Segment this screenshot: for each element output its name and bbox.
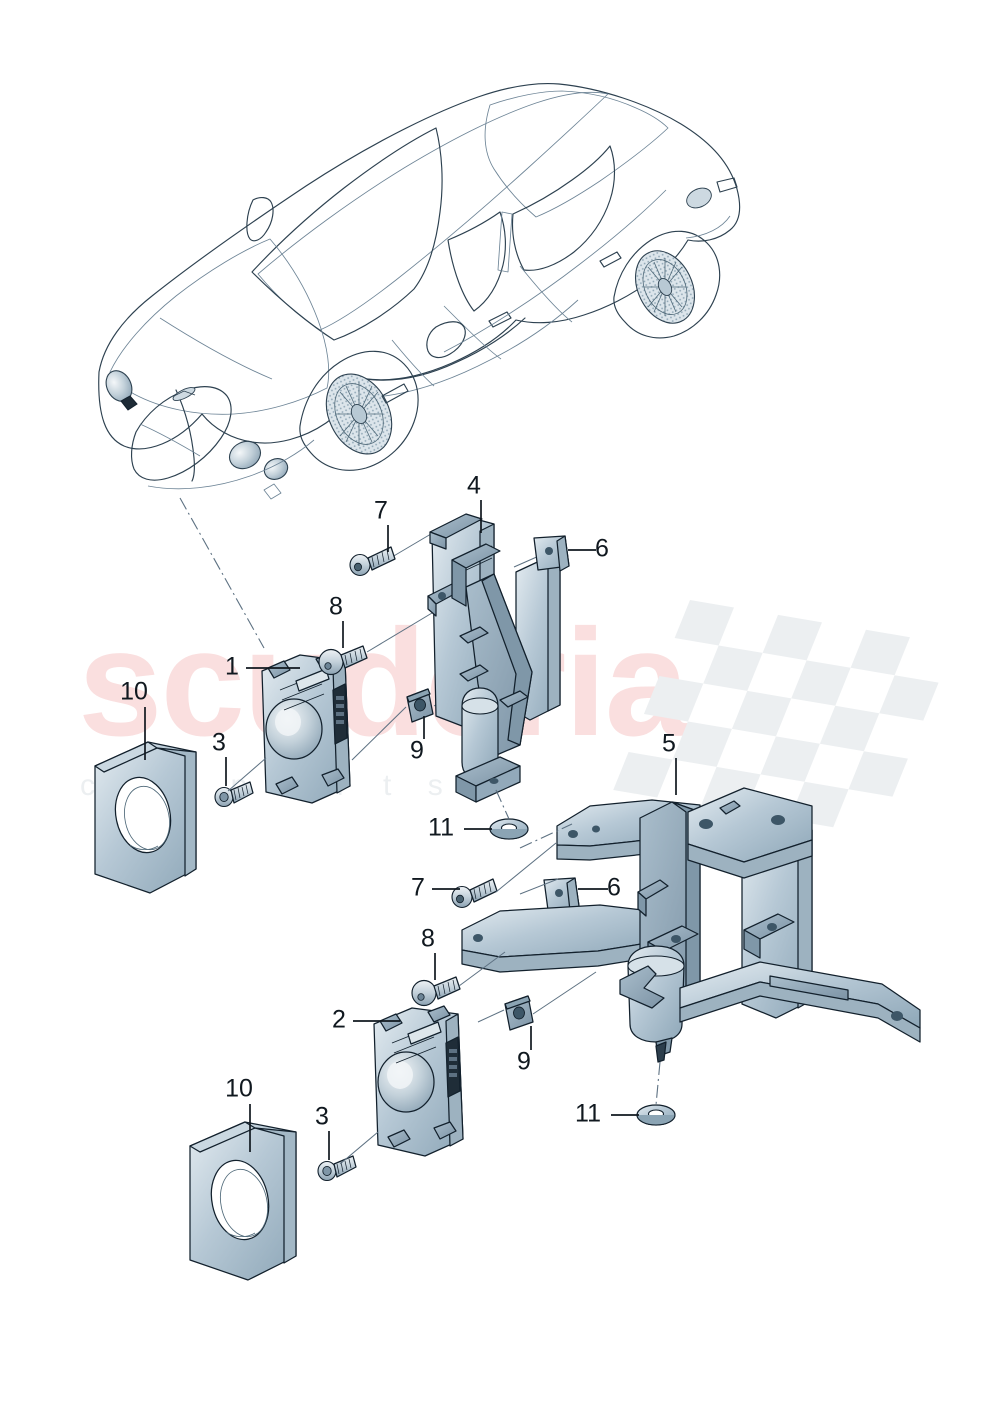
alignment-lines-lower xyxy=(458,842,597,1023)
callout-number-bracket-upper[interactable]: 4 xyxy=(467,472,481,500)
callout-number-trim-bezel-lower[interactable]: 10 xyxy=(225,1075,253,1103)
vehicle-to-part-leader xyxy=(179,497,265,649)
callout-number-cover-cap-lower[interactable]: 6 xyxy=(607,874,621,902)
flat-washer-upper xyxy=(489,818,529,840)
hex-flange-screw-upper xyxy=(214,781,254,808)
front-wheel xyxy=(299,350,419,471)
trim-bezel-upper xyxy=(94,741,197,894)
spring-nut-upper xyxy=(406,688,434,723)
callout-number-flat-washer-upper[interactable]: 11 xyxy=(428,814,454,842)
control-module-upper xyxy=(261,652,351,804)
cover-cap-upper xyxy=(533,535,570,572)
bentley-badge-icon xyxy=(172,387,196,401)
camera-window xyxy=(120,395,138,411)
vehicle-illustration xyxy=(98,82,741,500)
callout-number-pan-head-screw-upper[interactable]: 7 xyxy=(374,497,388,525)
bracket-to-bracket-leader xyxy=(519,823,573,849)
dome-head-screw-lower xyxy=(411,976,461,1007)
callout-number-control-module-upper[interactable]: 1 xyxy=(225,653,239,681)
watermark-scuderia: scuderia xyxy=(78,598,691,768)
bracket-lower xyxy=(461,787,921,1063)
callout-number-cover-cap-upper[interactable]: 6 xyxy=(595,535,609,563)
callout-number-dome-head-screw-lower[interactable]: 8 xyxy=(421,925,435,953)
callout-number-bracket-lower[interactable]: 5 xyxy=(662,730,676,758)
callout-number-trim-bezel-upper[interactable]: 10 xyxy=(120,678,148,706)
washer-axis-upper xyxy=(495,789,510,820)
callout-number-flat-washer-lower[interactable]: 11 xyxy=(575,1100,601,1128)
flat-washer-lower xyxy=(636,1104,676,1126)
callout-number-hex-flange-screw-lower[interactable]: 3 xyxy=(315,1103,329,1131)
callout-number-control-module-lower[interactable]: 2 xyxy=(332,1006,346,1034)
pan-head-screw-upper xyxy=(349,546,396,577)
callout-number-spring-nut-upper[interactable]: 9 xyxy=(410,737,424,765)
rear-wheel xyxy=(613,230,721,339)
dome-head-screw-upper xyxy=(318,645,368,676)
callout-number-pan-head-screw-lower[interactable]: 7 xyxy=(411,874,425,902)
screw-axis-lower xyxy=(339,1131,379,1165)
callout-number-hex-flange-screw-upper[interactable]: 3 xyxy=(212,729,226,757)
trim-bezel-lower xyxy=(189,1121,297,1281)
pan-head-screw-lower xyxy=(451,878,498,909)
callout-number-spring-nut-lower[interactable]: 9 xyxy=(517,1048,531,1076)
callout-number-dome-head-screw-upper[interactable]: 8 xyxy=(329,593,343,621)
washer-axis-lower xyxy=(655,1061,661,1106)
spring-nut-lower xyxy=(504,995,534,1031)
control-module-lower xyxy=(373,1005,464,1157)
